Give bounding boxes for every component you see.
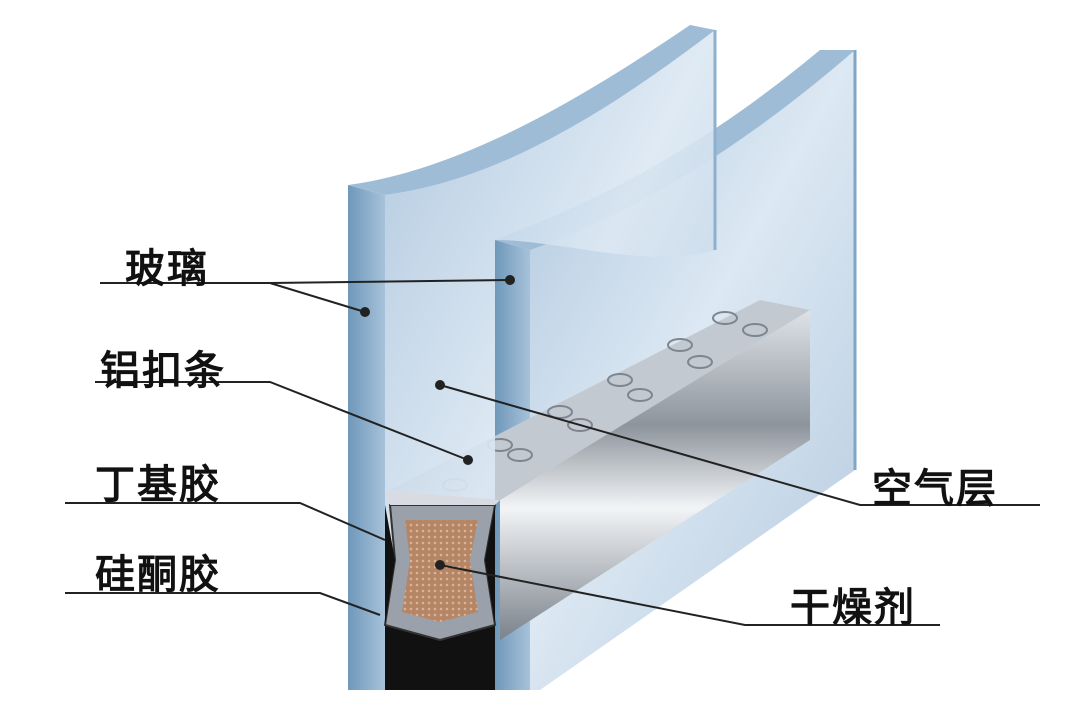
leader-dots — [360, 275, 515, 570]
butyl-sealant-right — [485, 505, 495, 625]
leader-lines — [65, 279, 1040, 626]
label-aluminum-spacer: 铝扣条 — [100, 348, 226, 394]
label-butyl-sealant: 丁基胶 — [95, 462, 221, 508]
desiccant-fill — [402, 520, 478, 622]
butyl-sealant-left — [385, 505, 395, 625]
spacer-cross-section — [383, 490, 500, 690]
label-glass: 玻璃 — [125, 246, 209, 292]
label-silicone-sealant: 硅酮胶 — [95, 552, 221, 598]
label-air-layer: 空气层 — [872, 466, 998, 512]
label-desiccant: 干燥剂 — [790, 585, 916, 631]
